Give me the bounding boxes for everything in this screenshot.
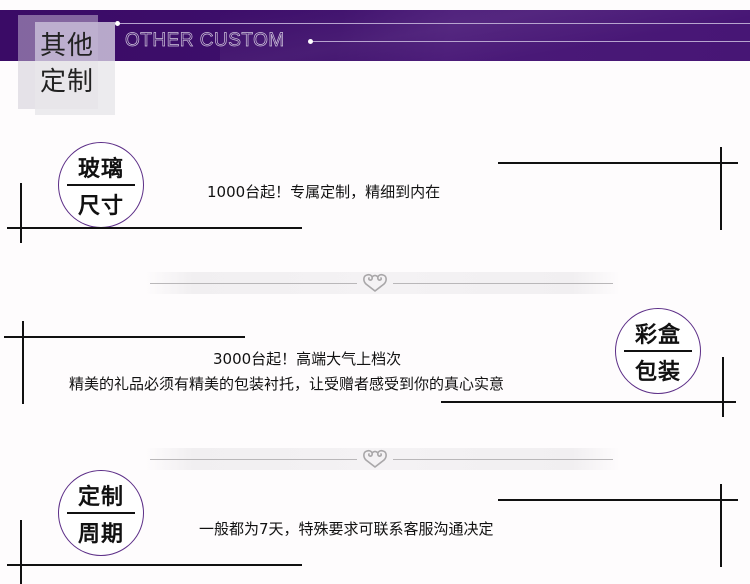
header-band [0, 10, 750, 61]
divider-2-line-left [150, 459, 357, 460]
corner-line-v [20, 183, 22, 243]
badge-divider [67, 512, 135, 514]
corner-line-v [22, 321, 24, 404]
divider-1-line-right [393, 283, 613, 284]
title-box-front-top [35, 22, 115, 61]
section-3-description: 一般都为7天，特殊要求可联系客服沟通决定 [199, 520, 494, 538]
corner-line-h [441, 401, 736, 403]
badge-top-text: 玻璃 [77, 157, 124, 182]
header-line-top [117, 23, 750, 24]
corner-line-v [720, 484, 722, 567]
header-title-en: OTHER CUSTOM [125, 30, 285, 52]
corner-line-h [498, 499, 738, 501]
badge-bottom-text: 尺寸 [77, 194, 124, 219]
badge-bottom-text: 周期 [77, 522, 124, 547]
header-title-cn: 其他 定制 [40, 28, 110, 100]
divider-1-line-left [150, 283, 357, 284]
header-sheen [220, 10, 750, 61]
section-2-description-line1: 3000台起！高端大气上档次 [213, 350, 402, 368]
badge-bottom-text: 包装 [634, 360, 681, 385]
section-2-description-line2: 精美的礼品必须有精美的包装衬托，让受赠者感受到你的真心实意 [69, 375, 505, 393]
badge-divider [67, 184, 135, 186]
corner-line-h [4, 336, 245, 338]
corner-line-v [20, 520, 22, 584]
header-title-cn-line2: 定制 [40, 67, 95, 97]
corner-line-h [498, 162, 738, 164]
divider-1 [145, 272, 620, 294]
badge-glass-size: 玻璃 尺寸 [58, 142, 144, 228]
header-dot-top [115, 21, 120, 26]
divider-2-line-right [393, 459, 613, 460]
header-title-cn-line1: 其他 [40, 31, 95, 61]
corner-line-h [7, 227, 302, 229]
badge-custom-period: 定制 周期 [58, 470, 144, 556]
badge-color-box-packaging: 彩盒 包装 [615, 308, 701, 394]
header-dot-bottom [308, 39, 313, 44]
divider-2 [145, 448, 620, 470]
cloud-heart-ornament-icon [363, 273, 387, 292]
badge-divider [624, 350, 692, 352]
corner-line-h [7, 564, 302, 566]
section-1-description: 1000台起！专属定制，精细到内在 [207, 183, 441, 201]
badge-top-text: 定制 [77, 485, 124, 510]
badge-top-text: 彩盒 [634, 323, 681, 348]
corner-line-v [720, 147, 722, 230]
corner-line-v [722, 357, 724, 417]
cloud-heart-ornament-icon [363, 449, 387, 468]
header-line-bottom [311, 41, 750, 42]
